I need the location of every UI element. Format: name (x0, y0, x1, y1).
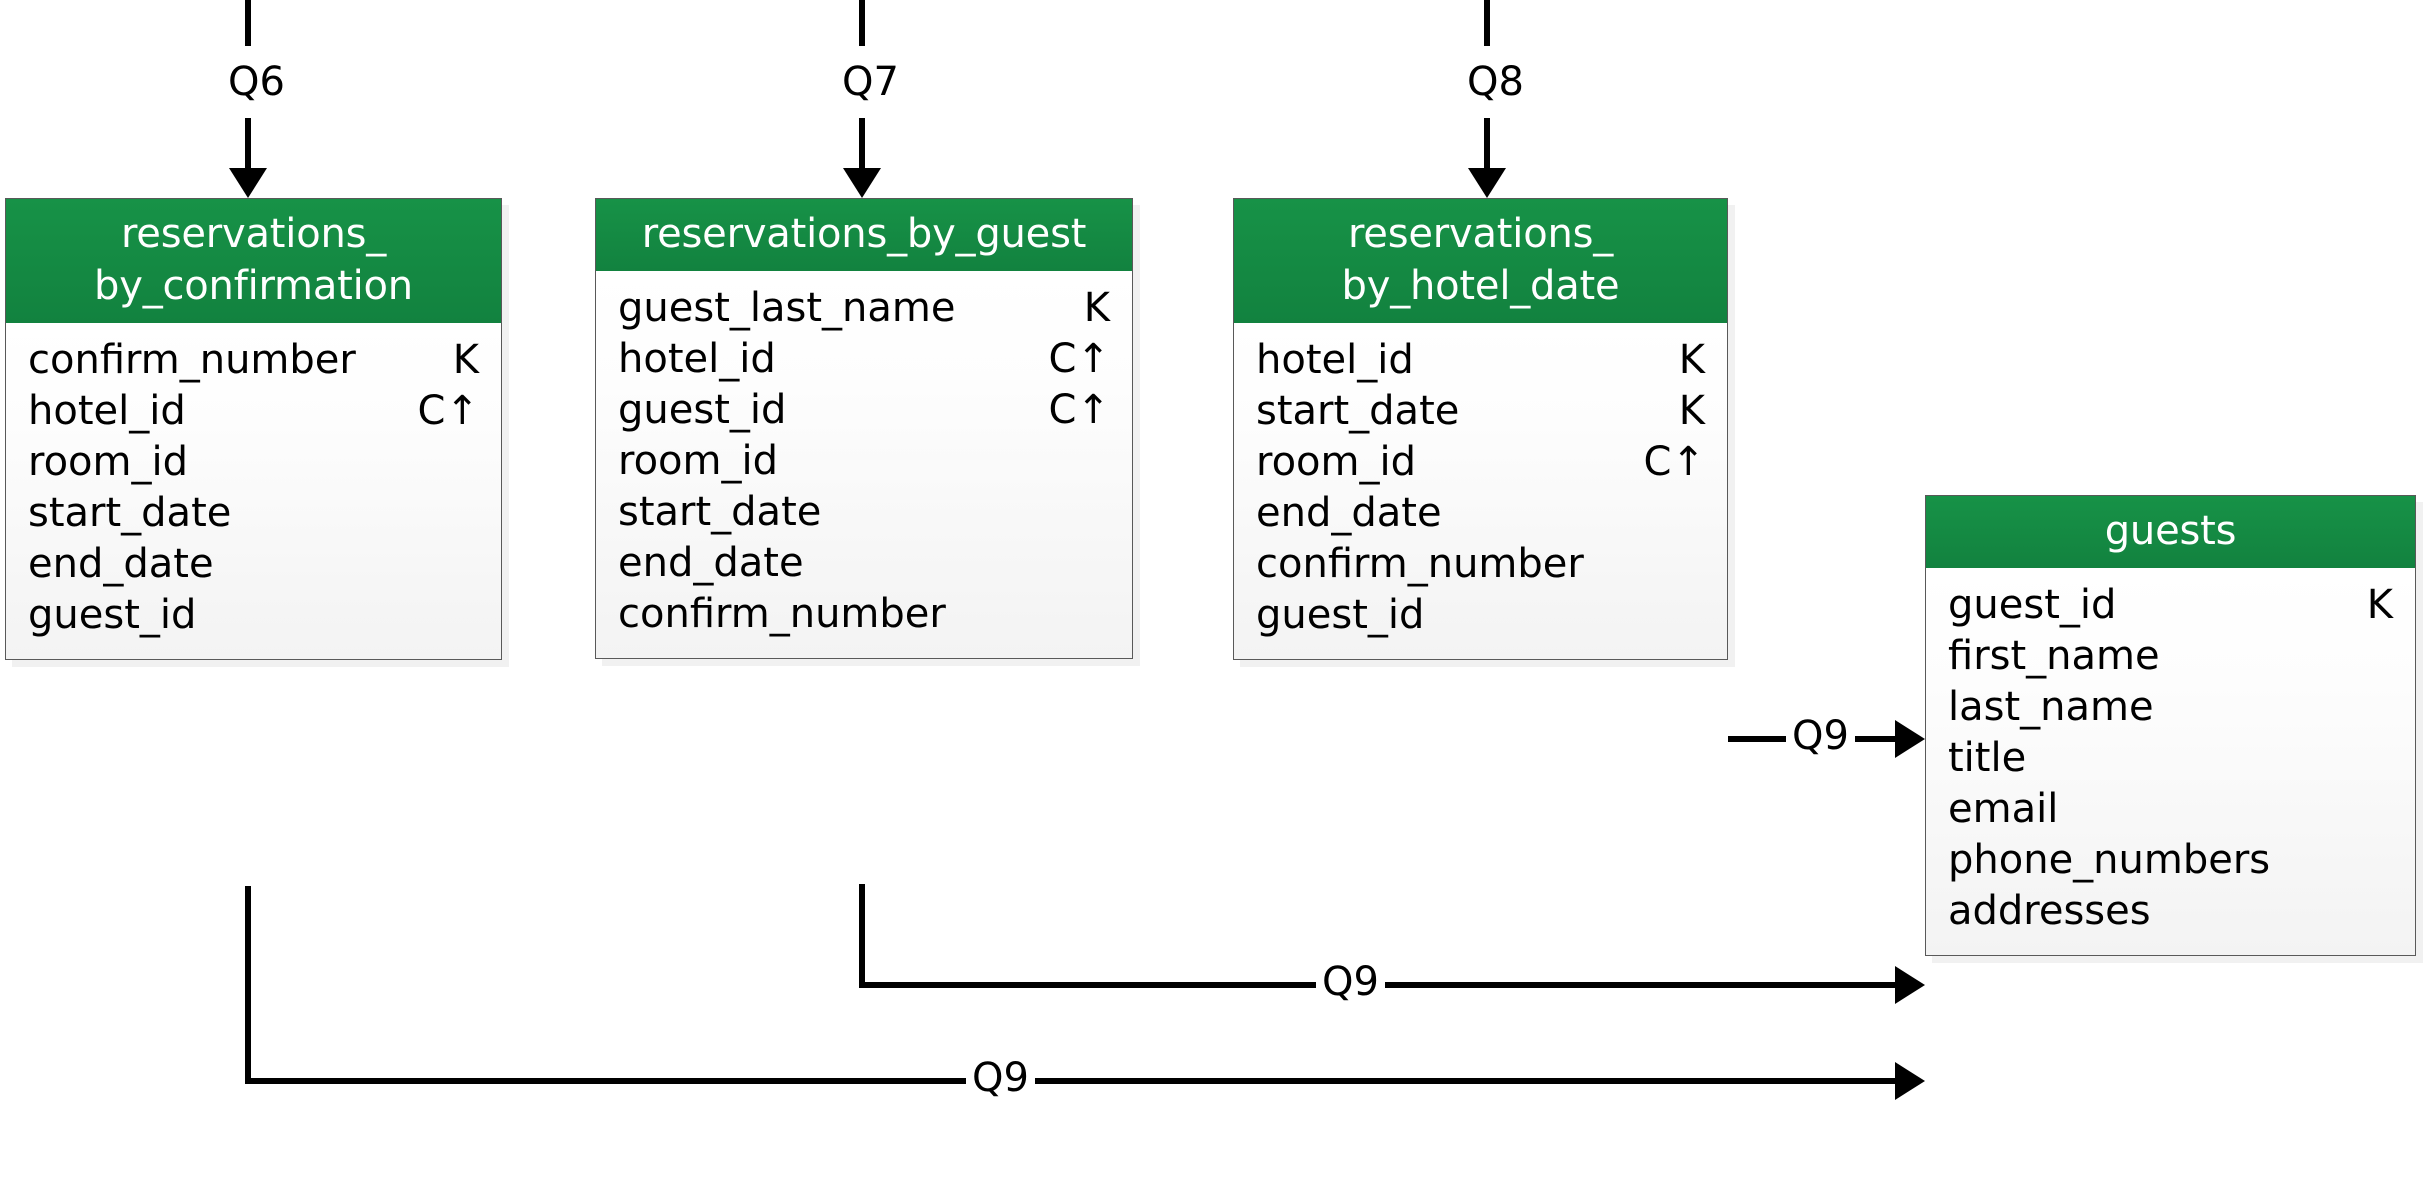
column-name: end_date (618, 540, 804, 586)
column-name: room_id (28, 439, 188, 485)
column-key: K (1678, 337, 1705, 383)
column-row: last_name (1948, 682, 2393, 733)
edge-q6-label: Q6 (222, 62, 291, 102)
column-row: hotel_id C↑ (618, 334, 1110, 385)
edge-q9-by-guest-label: Q9 (1316, 962, 1385, 1002)
column-row: title (1948, 733, 2393, 784)
column-row: addresses (1948, 886, 2393, 937)
edge-q7-stub-top (859, 0, 865, 46)
column-key: C↑ (1048, 387, 1110, 433)
column-name: end_date (1256, 490, 1442, 536)
table-guests[interactable]: guests guest_id K first_name last_name t… (1925, 495, 2416, 956)
column-name: start_date (618, 489, 822, 535)
column-row: email (1948, 784, 2393, 835)
column-row: guest_last_name K (618, 283, 1110, 334)
edge-q7-label: Q7 (836, 62, 905, 102)
column-name: hotel_id (1256, 337, 1414, 383)
edge-q7-arrowhead-icon (843, 168, 881, 198)
edge-q9-hotel-date-label: Q9 (1786, 716, 1855, 756)
column-name: start_date (1256, 388, 1460, 434)
column-row: hotel_id C↑ (28, 386, 479, 437)
table-reservations-by-confirmation-title: reservations_ by_confirmation (6, 199, 501, 323)
edge-q6-arrowhead-icon (229, 168, 267, 198)
column-row: end_date (28, 539, 479, 590)
column-row: start_date (28, 488, 479, 539)
edge-q6-stub-top (245, 0, 251, 46)
column-name: title (1948, 735, 2027, 781)
column-row: end_date (618, 538, 1110, 589)
column-name: guest_last_name (618, 285, 956, 331)
column-name: confirm_number (618, 591, 946, 637)
column-name: start_date (28, 490, 232, 536)
table-reservations-by-confirmation[interactable]: reservations_ by_confirmation confirm_nu… (5, 198, 502, 660)
table-reservations-by-hotel-date[interactable]: reservations_ by_hotel_date hotel_id K s… (1233, 198, 1728, 660)
edge-q9-by-confirmation-riser (245, 886, 251, 1084)
edge-q9-by-guest-riser (859, 884, 865, 988)
column-row: room_id C↑ (1256, 437, 1705, 488)
column-name: hotel_id (28, 388, 186, 434)
column-name: guest_id (1948, 582, 2117, 628)
column-name: guest_id (1256, 592, 1425, 638)
column-key: K (452, 337, 479, 383)
column-key: K (1083, 285, 1110, 331)
column-key: K (2366, 582, 2393, 628)
edge-q9-by-confirmation-label: Q9 (966, 1058, 1035, 1098)
column-key: K (1678, 388, 1705, 434)
column-row: confirm_number K (28, 335, 479, 386)
table-guests-title: guests (1926, 496, 2415, 568)
column-name: last_name (1948, 684, 2154, 730)
table-guests-columns: guest_id K first_name last_name title em… (1926, 568, 2415, 955)
column-name: room_id (1256, 439, 1416, 485)
table-reservations-by-guest[interactable]: reservations_by_guest guest_last_name K … (595, 198, 1133, 659)
edge-q6-stem (245, 118, 251, 176)
column-name: end_date (28, 541, 214, 587)
table-reservations-by-hotel-date-title: reservations_ by_hotel_date (1234, 199, 1727, 323)
column-row: first_name (1948, 631, 2393, 682)
table-reservations-by-guest-title: reservations_by_guest (596, 199, 1132, 271)
column-name: hotel_id (618, 336, 776, 382)
column-row: confirm_number (618, 589, 1110, 640)
column-row: guest_id (28, 590, 479, 641)
column-name: guest_id (618, 387, 787, 433)
column-name: room_id (618, 438, 778, 484)
column-name: email (1948, 786, 2059, 832)
column-name: phone_numbers (1948, 837, 2271, 883)
edge-q8-stub-top (1484, 0, 1490, 46)
edge-q8-stem (1484, 118, 1490, 176)
column-row: start_date (618, 487, 1110, 538)
edge-q9-by-guest-line (859, 982, 1918, 988)
column-name: confirm_number (1256, 541, 1584, 587)
column-row: guest_id C↑ (618, 385, 1110, 436)
edge-q9-by-confirmation-line (245, 1078, 1918, 1084)
column-row: room_id (28, 437, 479, 488)
column-row: end_date (1256, 488, 1705, 539)
column-key: C↑ (1048, 336, 1110, 382)
edge-q7-stem (859, 118, 865, 176)
edge-q9-by-guest-arrowhead-icon (1895, 966, 1925, 1004)
table-reservations-by-confirmation-columns: confirm_number K hotel_id C↑ room_id sta… (6, 323, 501, 659)
table-reservations-by-hotel-date-columns: hotel_id K start_date K room_id C↑ end_d… (1234, 323, 1727, 659)
column-name: guest_id (28, 592, 197, 638)
edge-q8-label: Q8 (1461, 62, 1530, 102)
edge-q9-hotel-date-arrowhead-icon (1895, 720, 1925, 758)
column-row: room_id (618, 436, 1110, 487)
column-row: guest_id (1256, 590, 1705, 641)
table-reservations-by-guest-columns: guest_last_name K hotel_id C↑ guest_id C… (596, 271, 1132, 658)
column-row: start_date K (1256, 386, 1705, 437)
column-row: phone_numbers (1948, 835, 2393, 886)
column-name: first_name (1948, 633, 2160, 679)
column-name: addresses (1948, 888, 2151, 934)
column-key: C↑ (1643, 439, 1705, 485)
column-row: guest_id K (1948, 580, 2393, 631)
column-row: hotel_id K (1256, 335, 1705, 386)
edge-q9-by-confirmation-arrowhead-icon (1895, 1062, 1925, 1100)
column-key: C↑ (417, 388, 479, 434)
column-row: confirm_number (1256, 539, 1705, 590)
column-name: confirm_number (28, 337, 356, 383)
edge-q8-arrowhead-icon (1468, 168, 1506, 198)
